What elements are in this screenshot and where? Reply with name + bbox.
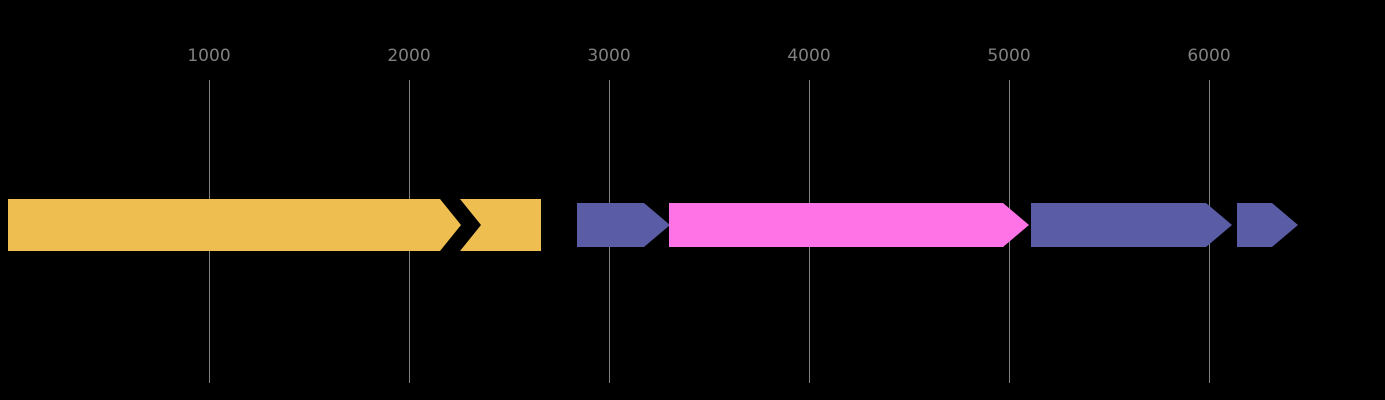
axis-tick-label: 4000 <box>787 46 831 66</box>
axis-tick-label: 6000 <box>1187 46 1231 66</box>
axis-tick-label: 1000 <box>187 46 231 66</box>
blue-arrow-forward-3[interactable] <box>1237 203 1298 247</box>
axis-tick-label: 5000 <box>987 46 1031 66</box>
blue-arrow-forward-1[interactable] <box>577 203 670 247</box>
yellow-arrow-forward-2-shape <box>460 199 541 251</box>
blue-arrow-forward-1-shape <box>577 203 670 247</box>
blue-arrow-forward-3-shape <box>1237 203 1298 247</box>
yellow-arrow-forward-2[interactable] <box>460 199 541 251</box>
blue-arrow-forward-2[interactable] <box>1031 203 1232 247</box>
axis-tick-label: 2000 <box>387 46 431 66</box>
yellow-arrow-forward-1[interactable] <box>8 199 461 251</box>
blue-arrow-forward-2-shape <box>1031 203 1232 247</box>
yellow-arrow-forward-1-shape <box>8 199 461 251</box>
pink-arrow-forward-1[interactable] <box>669 203 1029 247</box>
pink-arrow-forward-1-shape <box>669 203 1029 247</box>
axis-tick-label: 3000 <box>587 46 631 66</box>
